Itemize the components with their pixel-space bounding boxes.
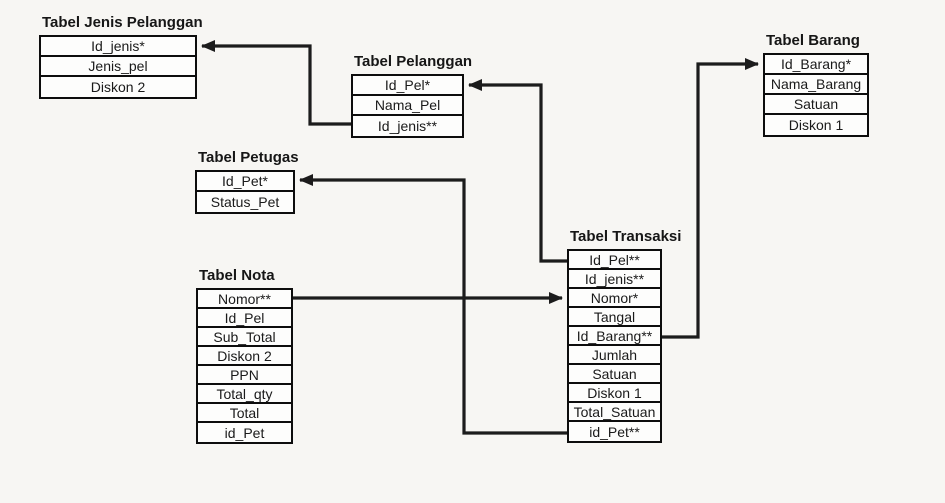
relationship-arrow-transaksi-idpel-to-pelanggan-idpel (468, 79, 567, 263)
table-title-transaksi: Tabel Transaksi (570, 228, 682, 245)
field-transaksi-total-satuan: Total_Satuan (569, 403, 660, 422)
field-transaksi-satuan: Satuan (569, 365, 660, 384)
field-nota-ppn: PPN (198, 366, 291, 385)
field-petugas-status-pet: Status_Pet (210, 194, 280, 210)
field-jenis-pelanggan-jenis-pel: Jenis_pel (41, 57, 195, 77)
table-title-barang: Tabel Barang (766, 32, 860, 49)
field-transaksi-nomor: Nomor* (569, 289, 660, 308)
table-title-petugas: Tabel Petugas (198, 149, 299, 166)
field-transaksi-id-pet: id_Pet** (589, 423, 640, 440)
field-jenis-pelanggan-diskon-2: Diskon 2 (90, 79, 146, 95)
field-transaksi-tangal: Tangal (569, 308, 660, 327)
field-transaksi-id-pel: Id_Pel** (569, 251, 660, 270)
field-nota-total-qty: Total_qty (198, 385, 291, 404)
relationship-arrow-transaksi-idpet-to-petugas-idpet (299, 174, 567, 435)
field-pelanggan-id-pel: Id_Pel* (353, 76, 462, 96)
field-nota-id-pet: id_Pet (224, 424, 265, 441)
field-transaksi-id-jenis: Id_jenis** (569, 270, 660, 289)
table-title-nota: Tabel Nota (199, 267, 275, 284)
field-nota-diskon-2: Diskon 2 (198, 347, 291, 366)
field-transaksi-diskon-1: Diskon 1 (569, 384, 660, 403)
table-title-pelanggan: Tabel Pelanggan (354, 53, 473, 70)
field-transaksi-jumlah: Jumlah (569, 346, 660, 365)
relationship-arrow-pelanggan-idjenis-to-jenispelanggan-idjenis (201, 40, 351, 126)
field-nota-sub-total: Sub_Total (198, 328, 291, 347)
field-pelanggan-id-jenis: Id_jenis** (377, 118, 438, 134)
field-barang-id-barang: Id_Barang* (765, 55, 867, 75)
field-petugas-id-pet: Id_Pet* (197, 172, 293, 192)
field-nota-total: Total (198, 404, 291, 423)
field-jenis-pelanggan-id-jenis: Id_jenis* (41, 37, 195, 57)
relationship-arrow-transaksi-idbarang-to-barang-idbarang (662, 58, 759, 339)
field-barang-satuan: Satuan (765, 95, 867, 115)
field-transaksi-id-barang: Id_Barang** (569, 327, 660, 346)
field-nota-id-pel: Id_Pel (198, 309, 291, 328)
field-barang-nama-barang: Nama_Barang (765, 75, 867, 95)
table-title-jenis-pelanggan: Tabel Jenis Pelanggan (42, 14, 203, 31)
table-box-petugas: Id_Pet* Status_Pet (195, 170, 295, 214)
field-nota-nomor: Nomor** (198, 290, 291, 309)
field-barang-diskon-1: Diskon 1 (788, 117, 844, 133)
field-pelanggan-nama-pel: Nama_Pel (353, 96, 462, 116)
